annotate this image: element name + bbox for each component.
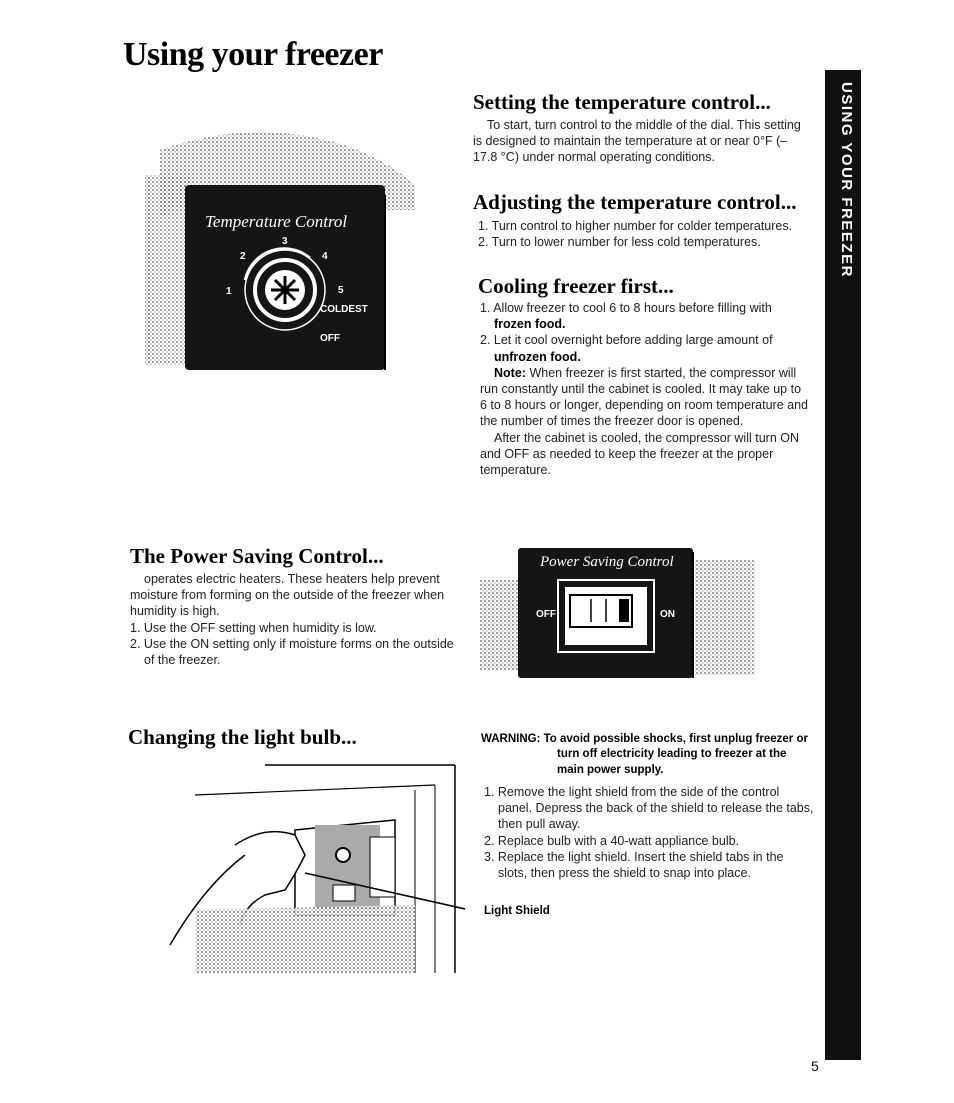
adjusting-item-1: 1. Turn control to higher number for col…: [478, 219, 793, 233]
note-text: When freezer is first started, the compr…: [480, 365, 808, 429]
power-saving-panel-label: Power Saving Control: [540, 554, 674, 570]
setting-text: To start, turn control to the middle of …: [473, 117, 805, 166]
adjusting-list: 1. Turn control to higher number for col…: [478, 218, 810, 250]
cooling-after-text: After the cabinet is cooled, the compres…: [480, 430, 799, 478]
cooling-item-1: 1. Allow freezer to cool 6 to 8 hours be…: [480, 300, 810, 332]
note-label: Note:: [494, 365, 526, 380]
warning-text: To avoid possible shocks, first unplug f…: [543, 733, 808, 776]
cooling-item-1-bold: frozen food.: [494, 317, 566, 332]
power-saving-item-1: 1. Use the OFF setting when humidity is …: [130, 620, 377, 635]
power-saving-text: operates electric heaters. These heaters…: [130, 571, 462, 668]
power-saving-control-illustration: [480, 540, 770, 690]
dial-number-2: 2: [240, 251, 246, 262]
cooling-text: 1. Allow freezer to cool 6 to 8 hours be…: [480, 300, 810, 478]
power-saving-item-2: 2. Use the ON setting only if moisture f…: [130, 636, 454, 668]
cooling-heading: Cooling freezer first...: [478, 274, 674, 298]
warning-block: WARNING: To avoid possible shocks, first…: [481, 732, 816, 778]
adjusting-item-2: 2. Turn to lower number for less cold te…: [478, 235, 761, 250]
cooling-item-1-text: 1. Allow freezer to cool 6 to 8 hours be…: [480, 301, 772, 315]
cooling-item-2: 2. Let it cool overnight before adding l…: [480, 332, 810, 364]
page-title: Using your freezer: [123, 36, 383, 73]
temperature-control-panel-label: Temperature Control: [205, 212, 348, 231]
setting-heading: Setting the temperature control...: [473, 90, 771, 114]
light-bulb-list: 1. Remove the light shield from the side…: [484, 784, 814, 881]
light-shield-callout: Light Shield: [484, 905, 550, 917]
off-label: OFF: [320, 333, 340, 344]
warning-label: WARNING:: [481, 733, 541, 745]
temperature-control-illustration: [140, 125, 420, 375]
light-bulb-heading: Changing the light bulb...: [128, 725, 357, 749]
dial-number-3: 3: [282, 236, 288, 247]
dial-number-5: 5: [338, 285, 344, 296]
sidebar-section-tab: USING YOUR FREEZER: [825, 70, 861, 1060]
page-number: 5: [811, 1058, 819, 1074]
cooling-item-2-text: 2. Let it cool overnight before adding l…: [480, 333, 773, 348]
coldest-label: COLDEST: [320, 304, 368, 315]
power-saving-heading: The Power Saving Control...: [130, 544, 384, 568]
dial-number-4: 4: [322, 251, 328, 262]
light-bulb-illustration: [165, 755, 484, 975]
power-off-label: OFF: [536, 609, 556, 620]
setting-paragraph: To start, turn control to the middle of …: [473, 118, 801, 165]
light-bulb-item-3: 3. Replace the light shield. Insert the …: [484, 849, 784, 881]
dial-number-1: 1: [226, 286, 232, 297]
cooling-note: Note: When freezer is first started, the…: [480, 365, 810, 430]
power-saving-paragraph: operates electric heaters. These heaters…: [130, 572, 445, 619]
light-bulb-item-1: 1. Remove the light shield from the side…: [484, 785, 814, 832]
light-bulb-item-2: 2. Replace bulb with a 40-watt appliance…: [484, 833, 740, 848]
cooling-item-2-bold: unfrozen food.: [494, 349, 581, 364]
sidebar-tab-label: USING YOUR FREEZER: [838, 82, 855, 278]
power-on-label: ON: [660, 609, 675, 620]
adjusting-heading: Adjusting the temperature control...: [473, 190, 797, 214]
